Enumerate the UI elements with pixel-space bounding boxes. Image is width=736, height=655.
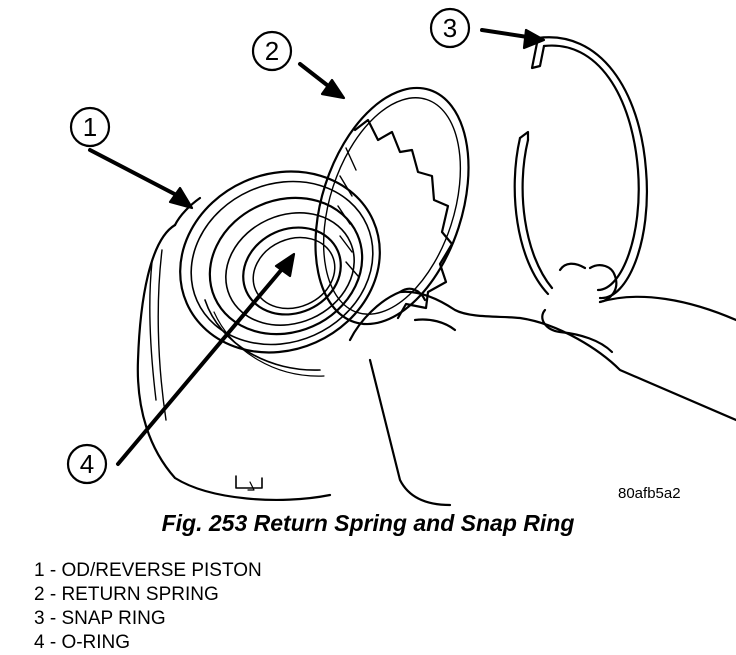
leader-arrows [88,28,546,466]
figure-caption: Fig. 253 Return Spring and Snap Ring [161,510,575,536]
callout-1-number: 1 [83,112,97,142]
callout-1-circle [69,106,111,148]
callout-3-number: 3 [443,13,457,43]
piston-housing-drum [136,196,332,502]
callout-3-circle [429,7,471,49]
snap-ring [513,36,648,300]
image-code: 80afb5a2 [618,485,681,502]
return-spring [314,86,470,326]
callout-2-circle [251,30,293,72]
legend-item: 1 - OD/REVERSE PISTON [34,560,262,581]
legend-item: 3 - SNAP RING [34,608,166,629]
legend-list: 1 - OD/REVERSE PISTON 2 - RETURN SPRING … [34,559,262,655]
legend-item: 2 - RETURN SPRING [34,584,219,605]
callout-2-number: 2 [265,36,279,66]
callout-4-number: 4 [80,449,94,479]
legend-item: 4 - O-RING [34,632,131,653]
hands [348,262,736,507]
callout-4-circle [66,443,108,485]
od-reverse-piston [179,170,381,377]
